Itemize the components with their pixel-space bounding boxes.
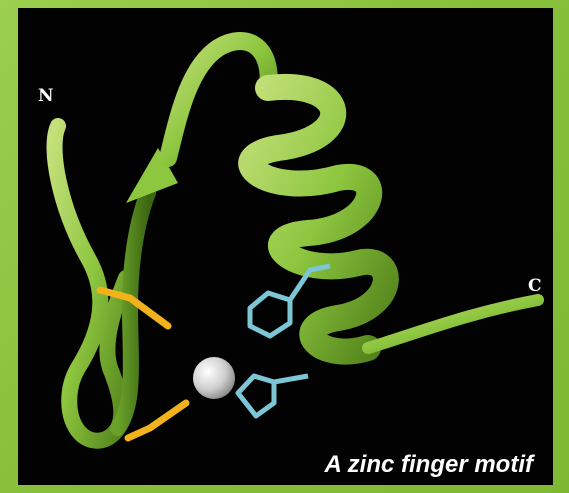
image-caption: A zinc finger motif (325, 451, 533, 479)
alpha-helix (251, 87, 386, 352)
n-terminus-label: N (38, 86, 54, 106)
protein-structure-image: N C A zinc finger motif (18, 8, 553, 485)
c-terminus-label: C (528, 276, 542, 296)
c-terminal-tail (368, 300, 538, 348)
zinc-finger-illustration (18, 8, 553, 485)
beta-strand-1 (55, 126, 126, 441)
histidine-side-chain-lower (238, 376, 308, 416)
loop-segment (168, 41, 269, 158)
zinc-ion (193, 357, 235, 399)
cysteine-side-chain-lower (128, 403, 186, 438)
